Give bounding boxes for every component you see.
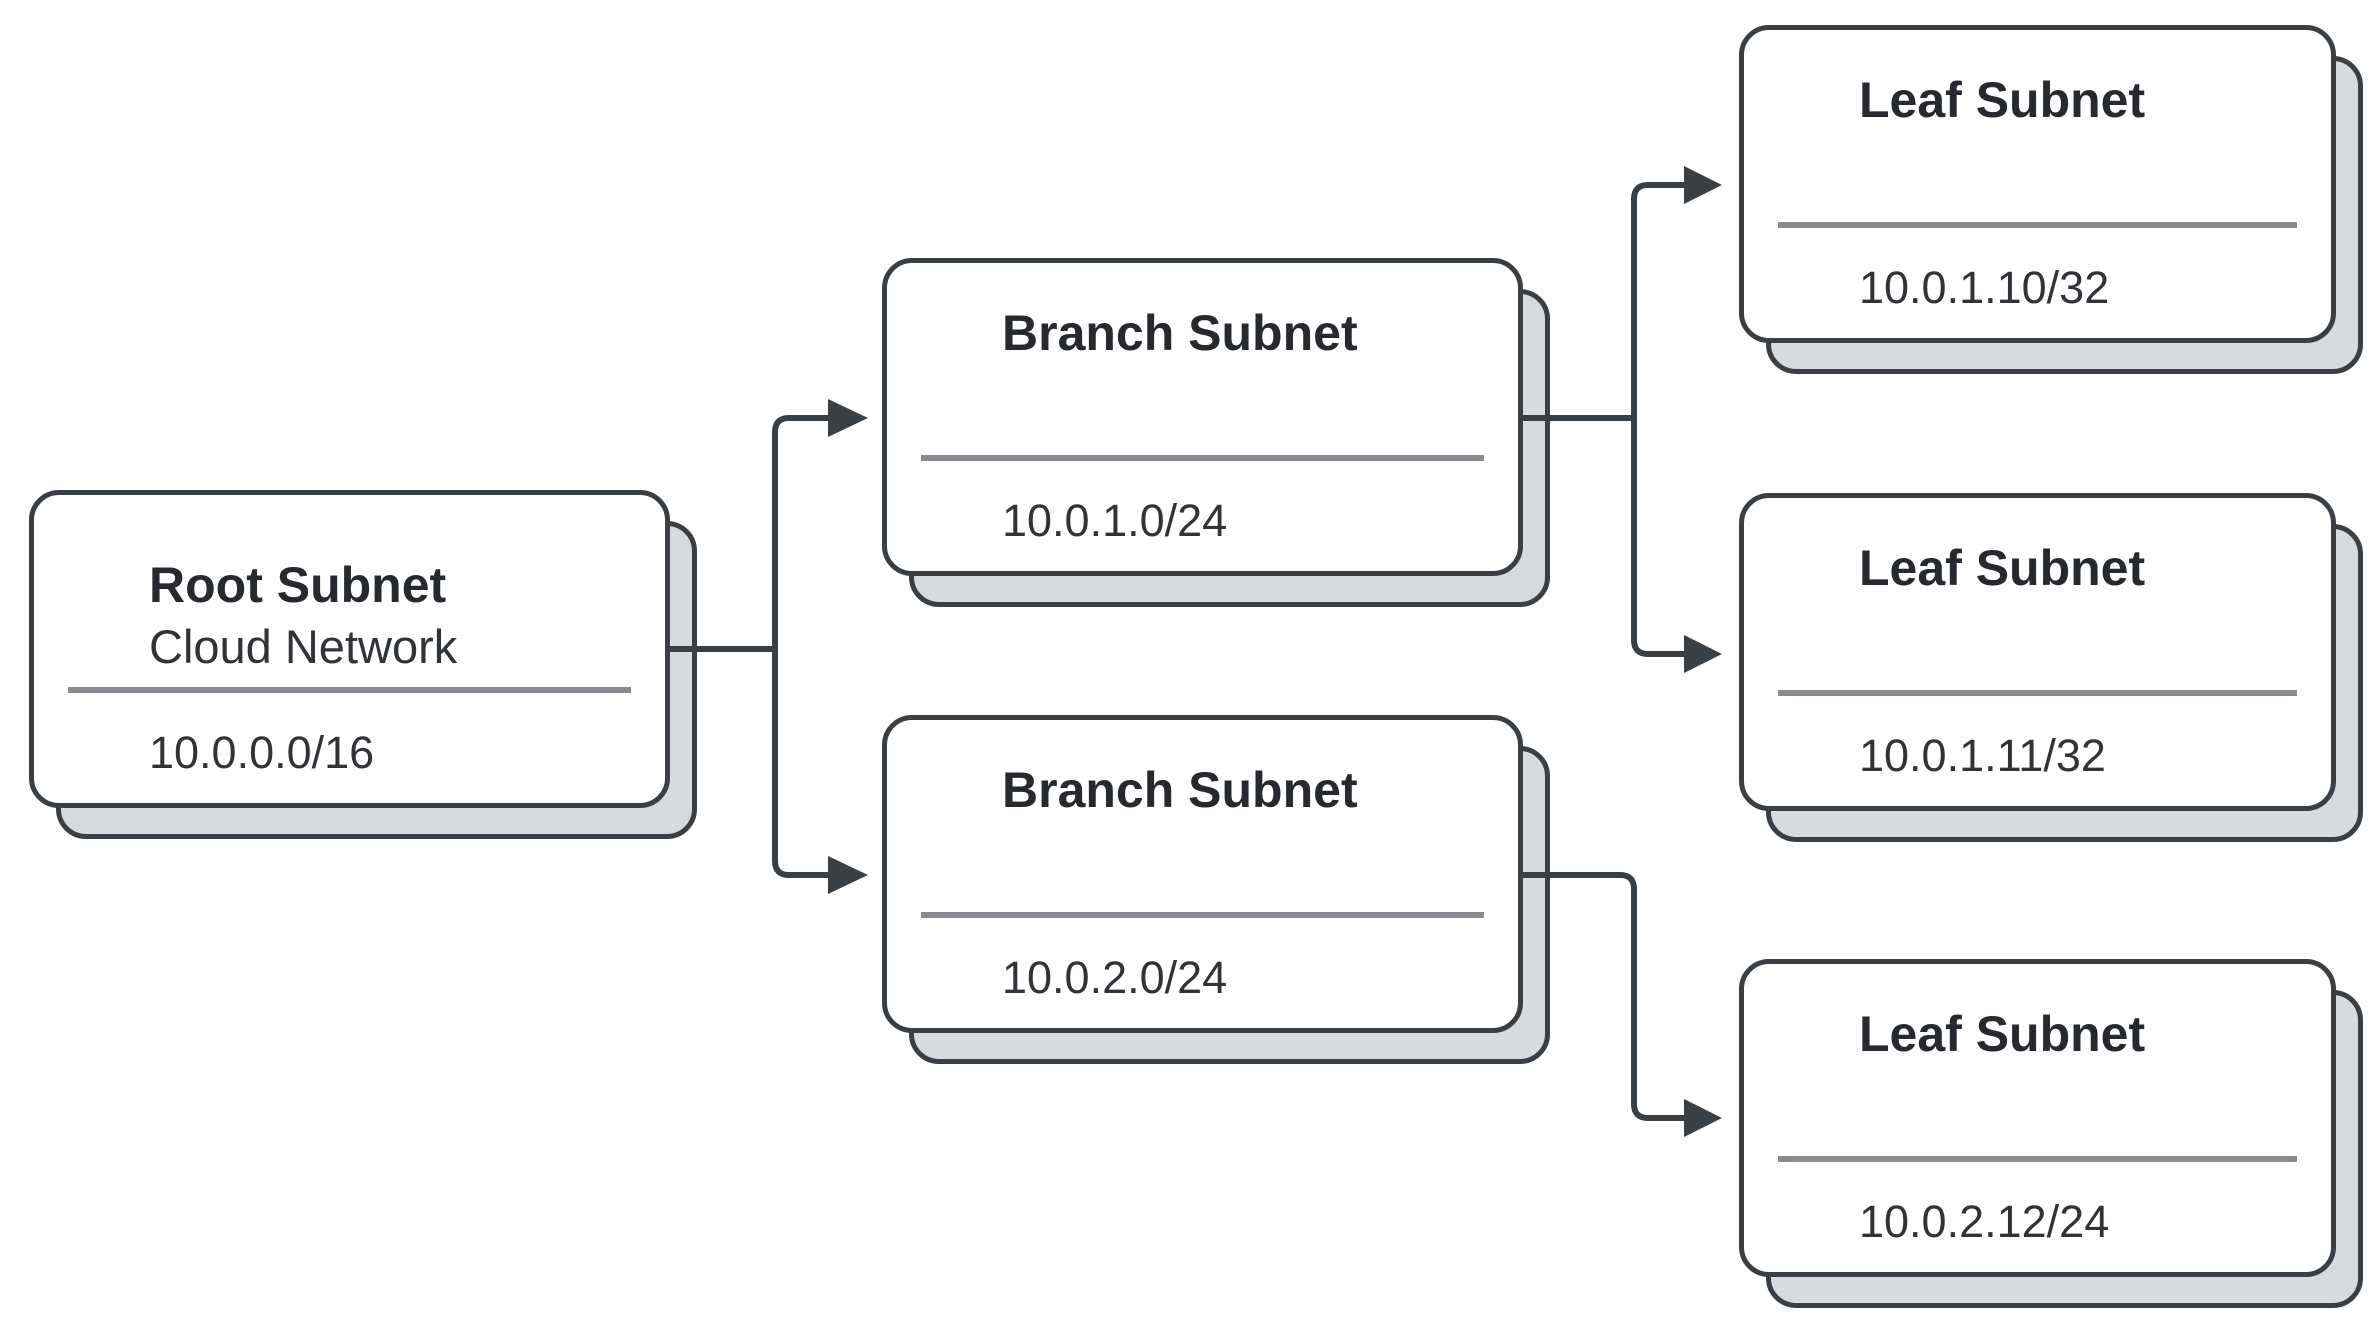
node-subtitle: Cloud Network [149, 620, 458, 673]
divider [921, 912, 1484, 918]
node-card-leaf-subnet-3: Leaf Subnet 10.0.2.12/24 [1739, 959, 2363, 1308]
node-title: Root Subnet [149, 557, 447, 613]
edge-branch-2-to-leaf-3 [1523, 872, 1686, 1121]
node-cidr: 10.0.2.0/24 [1002, 952, 1228, 1003]
edge-root-to-branch-1 [772, 415, 830, 652]
card-face: Leaf Subnet 10.0.2.12/24 [1739, 959, 2336, 1277]
arrowhead-icon [828, 399, 868, 437]
arrowhead-icon [1684, 166, 1722, 204]
divider [1778, 222, 2297, 228]
divider [68, 687, 631, 693]
node-cidr: 10.0.1.0/24 [1002, 495, 1228, 546]
node-card-leaf-subnet-1: Leaf Subnet 10.0.1.10/32 [1739, 25, 2363, 374]
card-face: Root Subnet Cloud Network 10.0.0.0/16 [29, 490, 670, 808]
node-cidr: 10.0.2.12/24 [1859, 1196, 2110, 1247]
edge-branch-1-to-leaf-2 [1631, 415, 1686, 657]
node-title: Leaf Subnet [1859, 540, 2146, 596]
card-face: Leaf Subnet 10.0.1.11/32 [1739, 493, 2336, 811]
divider [1778, 690, 2297, 696]
card-face: Leaf Subnet 10.0.1.10/32 [1739, 25, 2336, 343]
node-card-branch-subnet-1: Branch Subnet 10.0.1.0/24 [882, 258, 1550, 607]
node-title: Branch Subnet [1002, 762, 1358, 818]
divider [1778, 1156, 2297, 1162]
arrowhead-icon [1684, 1099, 1722, 1137]
node-card-branch-subnet-2: Branch Subnet 10.0.2.0/24 [882, 715, 1550, 1064]
node-cidr: 10.0.1.11/32 [1859, 730, 2106, 781]
card-face: Branch Subnet 10.0.2.0/24 [882, 715, 1523, 1033]
node-cidr: 10.0.0.0/16 [149, 727, 375, 778]
node-title: Branch Subnet [1002, 305, 1358, 361]
node-title: Leaf Subnet [1859, 72, 2146, 128]
divider [921, 455, 1484, 461]
arrowhead-icon [1684, 635, 1722, 673]
node-card-root-subnet: Root Subnet Cloud Network 10.0.0.0/16 [29, 490, 697, 839]
node-cidr: 10.0.1.10/32 [1859, 262, 2110, 313]
edge-root-to-branch-2 [772, 646, 830, 878]
node-card-leaf-subnet-2: Leaf Subnet 10.0.1.11/32 [1739, 493, 2363, 842]
edge-branch-1-to-leaf-1 [1631, 182, 1686, 421]
node-title: Leaf Subnet [1859, 1006, 2146, 1062]
card-face: Branch Subnet 10.0.1.0/24 [882, 258, 1523, 576]
arrowhead-icon [828, 856, 868, 894]
